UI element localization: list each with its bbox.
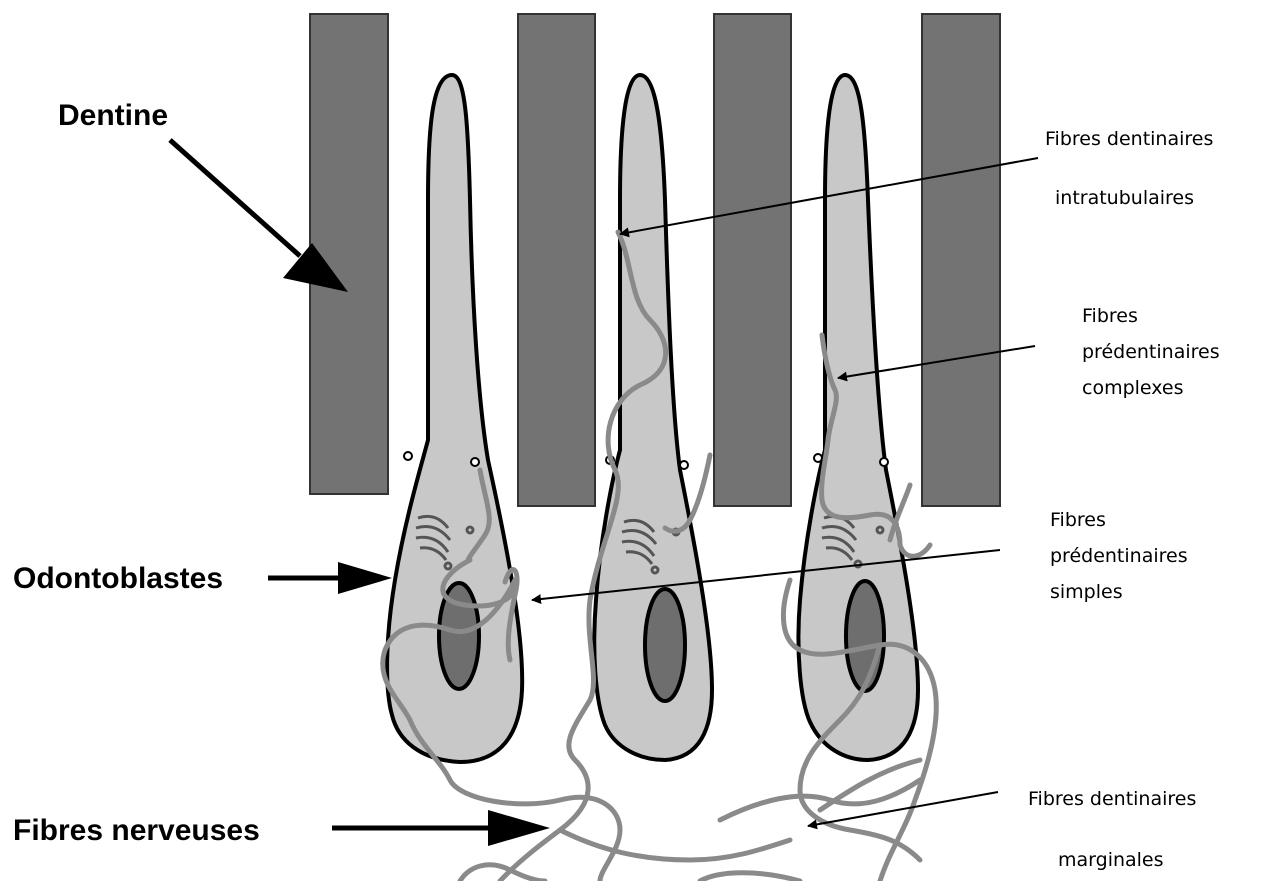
nucleus: [645, 589, 685, 701]
fibres-nerveuses-arrow: [332, 810, 550, 846]
label-marginales-line1: Fibres dentinaires: [1028, 788, 1196, 810]
dentine-bar: [714, 14, 791, 506]
label-intratubulaires-line2: intratubulaires: [1055, 187, 1194, 209]
label-marginales-line2: marginales: [1058, 849, 1164, 871]
label-intratubulaires-line1: Fibres dentinaires: [1045, 128, 1213, 150]
odontoblastes-arrow: [268, 562, 392, 594]
nucleus: [846, 581, 884, 691]
dentine-bar: [922, 14, 1000, 506]
label-complexes-line1: Fibres: [1082, 305, 1138, 327]
label-simples-line3: simples: [1050, 581, 1123, 603]
label-complexes-line3: complexes: [1082, 377, 1184, 399]
dentine-bar: [518, 14, 595, 506]
label-simples-line2: prédentinaires: [1050, 545, 1188, 567]
dentine-bar: [310, 14, 388, 494]
label-complexes-line2: prédentinaires: [1082, 341, 1220, 363]
label-fibres-nerveuses: Fibres nerveuses: [13, 814, 260, 847]
label-dentine: Dentine: [58, 99, 168, 132]
odontoblast-cell: [387, 75, 522, 762]
odontoblast-cell: [798, 75, 918, 760]
label-simples-line1: Fibres: [1050, 509, 1106, 531]
label-odontoblastes: Odontoblastes: [13, 562, 223, 595]
